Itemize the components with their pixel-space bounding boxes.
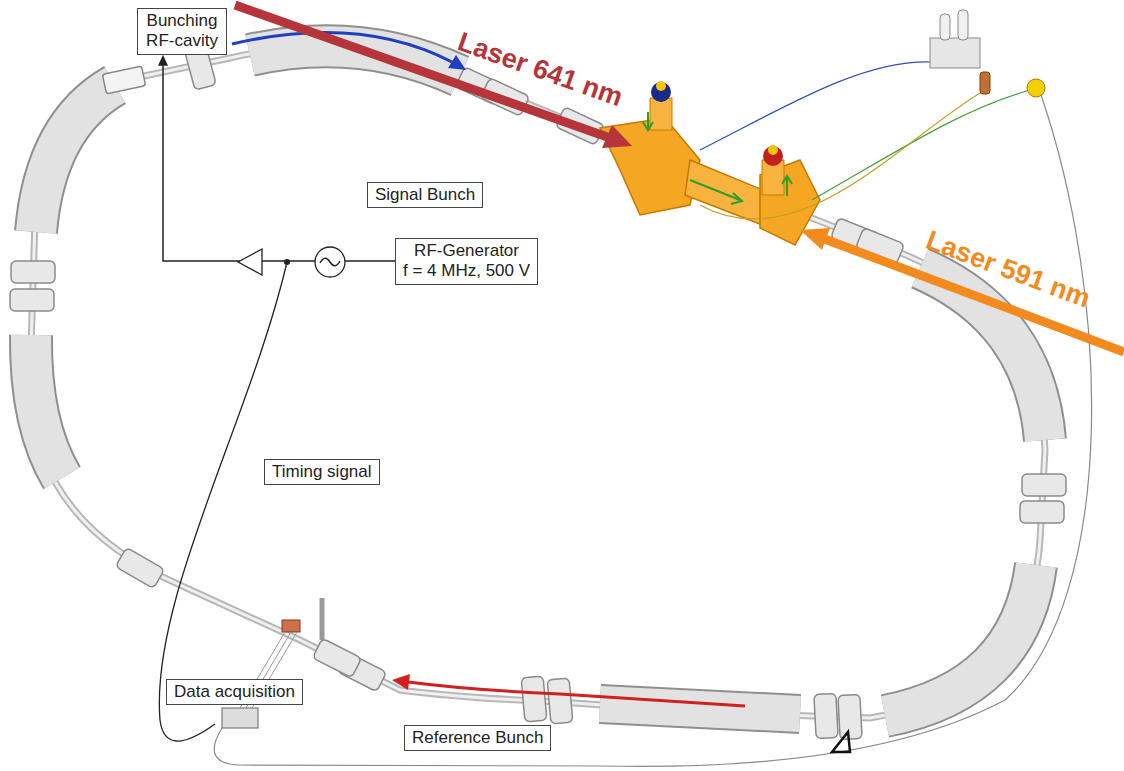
quadrupole-magnet xyxy=(1022,474,1066,496)
dipole-magnet-face xyxy=(31,335,62,478)
quadrupole-magnet xyxy=(521,676,547,722)
box-text: Timing signal xyxy=(272,462,372,482)
dipole-magnet xyxy=(36,85,115,232)
quadrupole-magnet xyxy=(838,694,862,739)
flow-arrows xyxy=(643,112,792,204)
connector-line xyxy=(163,64,395,261)
signal-connector xyxy=(158,55,395,261)
power-supply-cylinder xyxy=(940,14,950,40)
dipole-magnet xyxy=(600,704,800,714)
box-text: Data acquisition xyxy=(174,682,295,702)
box-text: RF-Generator xyxy=(403,241,530,261)
quadrupole-magnet xyxy=(312,638,361,678)
power-supply xyxy=(930,38,980,68)
detector-sphere xyxy=(651,82,671,102)
dipole-magnet-face xyxy=(885,565,1036,716)
timing-wire xyxy=(159,262,287,741)
daq-label-box: Data acquisition xyxy=(166,679,303,705)
amplifier-symbol xyxy=(238,249,262,275)
quadrupole-magnet xyxy=(10,289,54,311)
signal-cable xyxy=(214,92,1091,766)
quadrupole-magnet xyxy=(1020,501,1064,523)
reference-bunch-path xyxy=(408,682,745,706)
laser-arrowhead-orange xyxy=(800,228,830,250)
daq-device xyxy=(222,708,258,728)
detector-sphere-cap xyxy=(656,81,666,91)
diagnostic-post xyxy=(320,598,325,640)
rf-cavity-device xyxy=(102,66,145,94)
laser-arrowhead-red xyxy=(602,125,632,148)
quadrupole-magnet xyxy=(115,547,164,588)
junction-dot xyxy=(284,259,290,265)
quadrupole-magnet xyxy=(11,261,55,283)
reference-bunch-arrowhead xyxy=(392,674,410,690)
power-supply-cylinder xyxy=(958,10,968,40)
beam-pipe-inner xyxy=(30,47,1045,718)
quadrupole-magnet xyxy=(814,693,838,738)
cavity-label-box: Bunching RF-cavity xyxy=(137,8,227,55)
arrowhead xyxy=(158,55,168,66)
laser-label: Laser 641 nm xyxy=(454,27,627,113)
detector-wire xyxy=(700,90,985,219)
signal-label-box: Timing signal xyxy=(264,459,380,485)
detector-sphere xyxy=(763,146,783,166)
detector-sphere-cap xyxy=(768,145,778,155)
quadrupole-magnet xyxy=(547,678,573,724)
box-text: Reference Bunch xyxy=(412,728,543,748)
detector-funnel xyxy=(600,118,700,215)
box-text: Bunching RF-cavity xyxy=(145,11,219,52)
dipole-magnet xyxy=(885,565,1036,716)
beam-pipe xyxy=(30,47,1045,718)
generator-symbol xyxy=(315,247,345,277)
box-text: Signal Bunch xyxy=(375,185,475,205)
bunch-label-box: Reference Bunch xyxy=(404,725,551,751)
generator-box: RF-Generatorf = 4 MHz, 500 V xyxy=(395,238,538,285)
orientation-mark xyxy=(832,732,850,752)
sine-symbol xyxy=(320,258,340,266)
box-subtext: f = 4 MHz, 500 V xyxy=(403,261,530,281)
meter-symbol xyxy=(1027,79,1045,97)
bunch-label-box: Signal Bunch xyxy=(367,182,483,208)
pickup-electrode xyxy=(282,620,300,632)
dipole-magnet xyxy=(31,335,62,478)
detector-wire xyxy=(812,90,1030,200)
dipole-magnet-face xyxy=(36,85,115,232)
dipole-magnet-face xyxy=(600,704,800,714)
detector-wire xyxy=(700,62,930,150)
detector-post xyxy=(650,98,672,130)
resistor-symbol xyxy=(980,72,990,94)
